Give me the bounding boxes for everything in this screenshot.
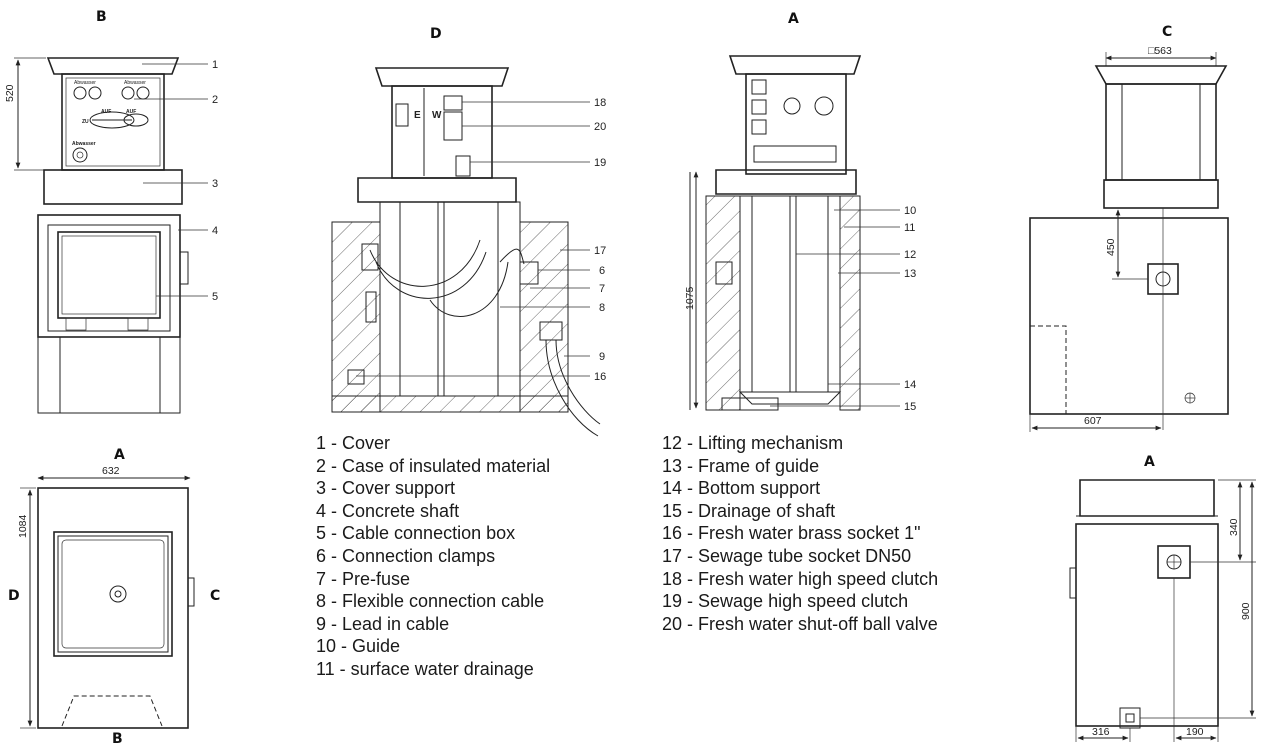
legend-left: 1 - Cover 2 - Case of insulated material…: [316, 432, 550, 681]
callout-20: 20: [594, 121, 606, 133]
panel-label-abwasser-right: Abwasser: [124, 80, 146, 86]
view-label-d-top: D: [430, 26, 442, 42]
callout-11: 11: [904, 222, 915, 234]
callout-7: 7: [599, 283, 605, 295]
dim-450: 450: [1105, 238, 1117, 256]
view-a-plan-left: A 632 1084 D C B: [8, 447, 220, 747]
legend-item: 6 - Connection clamps: [316, 545, 496, 566]
callout-1: 1: [212, 59, 218, 71]
panel-label-auf-right: AUF: [126, 109, 136, 115]
panel-label-zu: ZU: [82, 119, 89, 125]
legend-item: 7 - Pre-fuse: [316, 568, 411, 589]
legend-item: 19 - Sewage high speed clutch: [662, 591, 909, 612]
legend-item: 18 - Fresh water high speed clutch: [662, 568, 939, 589]
legend-item: 14 - Bottom support: [662, 478, 821, 499]
callout-17: 17: [594, 245, 606, 257]
dim-900: 900: [1240, 602, 1252, 620]
callout-2: 2: [212, 94, 218, 106]
view-label-a-plan: A: [114, 447, 125, 463]
panel-label-abwasser-left: Abwasser: [74, 80, 96, 86]
legend-item: 15 - Drainage of shaft: [662, 500, 836, 521]
view-c-elevation: C □563 450 607: [1029, 24, 1229, 432]
legend-item: 17 - Sewage tube socket DN50: [662, 545, 912, 566]
callout-9: 9: [599, 351, 605, 363]
callout-14: 14: [904, 379, 916, 391]
callout-8: 8: [599, 302, 605, 314]
dim-340: 340: [1228, 518, 1240, 536]
legend-item: 16 - Fresh water brass socket 1": [662, 523, 921, 544]
callout-15: 15: [904, 401, 916, 413]
view-label-c-plan: C: [210, 588, 220, 604]
legend-item: 10 - Guide: [316, 636, 401, 657]
callout-12: 12: [904, 249, 916, 261]
view-a-section: A 1075 10 11 12 13 14 15: [684, 11, 916, 413]
legend-item: 20 - Fresh water shut-off ball valve: [662, 613, 938, 634]
callout-3: 3: [212, 178, 218, 190]
panel-label-e: E: [414, 110, 421, 121]
callout-6: 6: [599, 265, 605, 277]
dim-632: 632: [102, 465, 120, 477]
callout-18: 18: [594, 97, 606, 109]
panel-label-w: W: [432, 110, 442, 121]
view-label-b-top: B: [96, 9, 107, 25]
dim-607: 607: [1084, 415, 1102, 427]
view-d-section: D E W: [331, 26, 606, 437]
callout-16: 16: [594, 371, 606, 383]
dim-563: □563: [1148, 45, 1172, 57]
view-a-side: A 340 900 316 190: [1069, 454, 1256, 742]
legend-right: 12 - Lifting mechanism 13 - Frame of gui…: [662, 432, 938, 635]
dim-316: 316: [1092, 726, 1110, 738]
legend-item: 4 - Concrete shaft: [316, 500, 460, 521]
legend-item: 9 - Lead in cable: [316, 613, 450, 634]
panel-label-abwasser-bottom: Abwasser: [72, 141, 96, 147]
legend-item: 8 - Flexible connection cable: [316, 591, 545, 612]
legend-item: 1 - Cover: [316, 433, 391, 453]
legend-item: 12 - Lifting mechanism: [662, 433, 844, 453]
dim-1084: 1084: [17, 514, 29, 538]
view-b-elevation: B Abwasser Abwasser AUF AUF ZU Abwasser …: [4, 9, 218, 414]
legend-item: 5 - Cable connection box: [316, 523, 516, 544]
dim-1075: 1075: [684, 286, 696, 310]
legend-item: 3 - Cover support: [316, 478, 456, 499]
legend-item: 13 - Frame of guide: [662, 455, 820, 476]
dim-520: 520: [4, 84, 16, 102]
legend-item: 2 - Case of insulated material: [316, 455, 551, 476]
view-label-c-top: C: [1162, 24, 1172, 40]
view-label-a-top: A: [788, 11, 799, 27]
callout-4: 4: [212, 225, 218, 237]
legend-item: 11 - surface water drainage: [316, 658, 534, 679]
callout-19: 19: [594, 157, 606, 169]
callout-13: 13: [904, 268, 916, 280]
callout-10: 10: [904, 205, 916, 217]
view-label-a-side: A: [1144, 454, 1155, 470]
view-label-d-plan: D: [8, 588, 20, 604]
dim-190: 190: [1186, 726, 1204, 738]
view-label-b-plan: B: [112, 731, 123, 747]
callout-5: 5: [212, 291, 218, 303]
